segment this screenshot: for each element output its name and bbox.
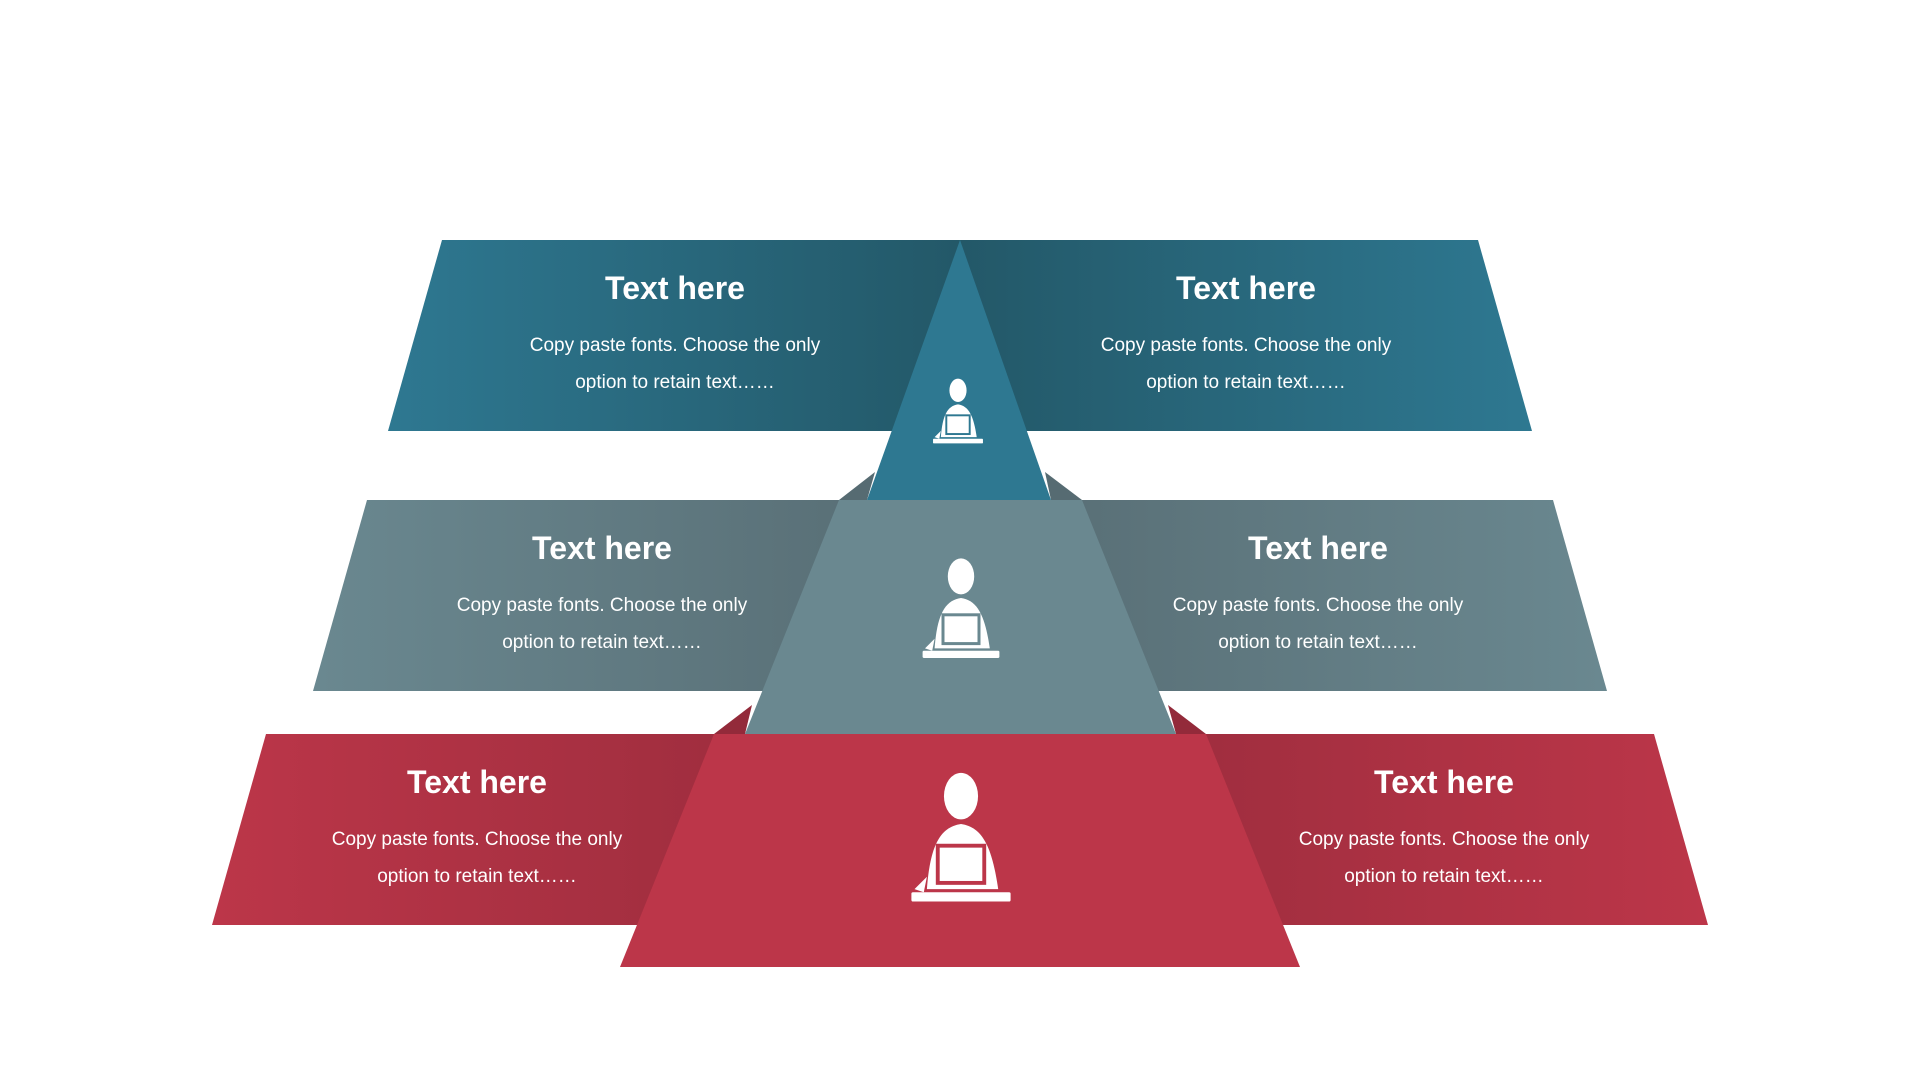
body-line: option to retain text…… <box>1146 372 1346 393</box>
fold-right-red <box>1168 705 1206 734</box>
fold-left <box>839 472 875 500</box>
body-line: Copy paste fonts. Choose the only <box>1299 829 1590 850</box>
band-top-left <box>388 240 960 431</box>
title: Text here <box>532 530 672 566</box>
text-mid-right: Text here Copy paste fonts. Choose the o… <box>1173 530 1464 653</box>
body-line: option to retain text…… <box>502 632 702 653</box>
body-line: option to retain text…… <box>1218 632 1418 653</box>
text-bottom-right: Text here Copy paste fonts. Choose the o… <box>1299 764 1590 887</box>
title: Text here <box>407 764 547 800</box>
body-line: option to retain text…… <box>1344 866 1544 887</box>
text-top-right: Text here Copy paste fonts. Choose the o… <box>1101 270 1392 393</box>
body-line: Copy paste fonts. Choose the only <box>530 335 821 356</box>
body-line: Copy paste fonts. Choose the only <box>457 595 748 616</box>
body-line: option to retain text…… <box>377 866 577 887</box>
level-1-bands <box>388 240 1532 431</box>
band-top-right <box>960 240 1532 431</box>
title: Text here <box>1248 530 1388 566</box>
body-line: option to retain text…… <box>575 372 775 393</box>
body-line: Copy paste fonts. Choose the only <box>1101 335 1392 356</box>
title: Text here <box>1176 270 1316 306</box>
pyramid-top <box>867 240 1051 500</box>
body-line: Copy paste fonts. Choose the only <box>1173 595 1464 616</box>
text-mid-left: Text here Copy paste fonts. Choose the o… <box>457 530 748 653</box>
text-top-left: Text here Copy paste fonts. Choose the o… <box>530 270 821 393</box>
title: Text here <box>1374 764 1514 800</box>
text-bottom-left: Text here Copy paste fonts. Choose the o… <box>332 764 623 887</box>
fold-left-red <box>714 705 752 734</box>
body-line: Copy paste fonts. Choose the only <box>332 829 623 850</box>
fold-right <box>1045 472 1082 500</box>
title: Text here <box>605 270 745 306</box>
